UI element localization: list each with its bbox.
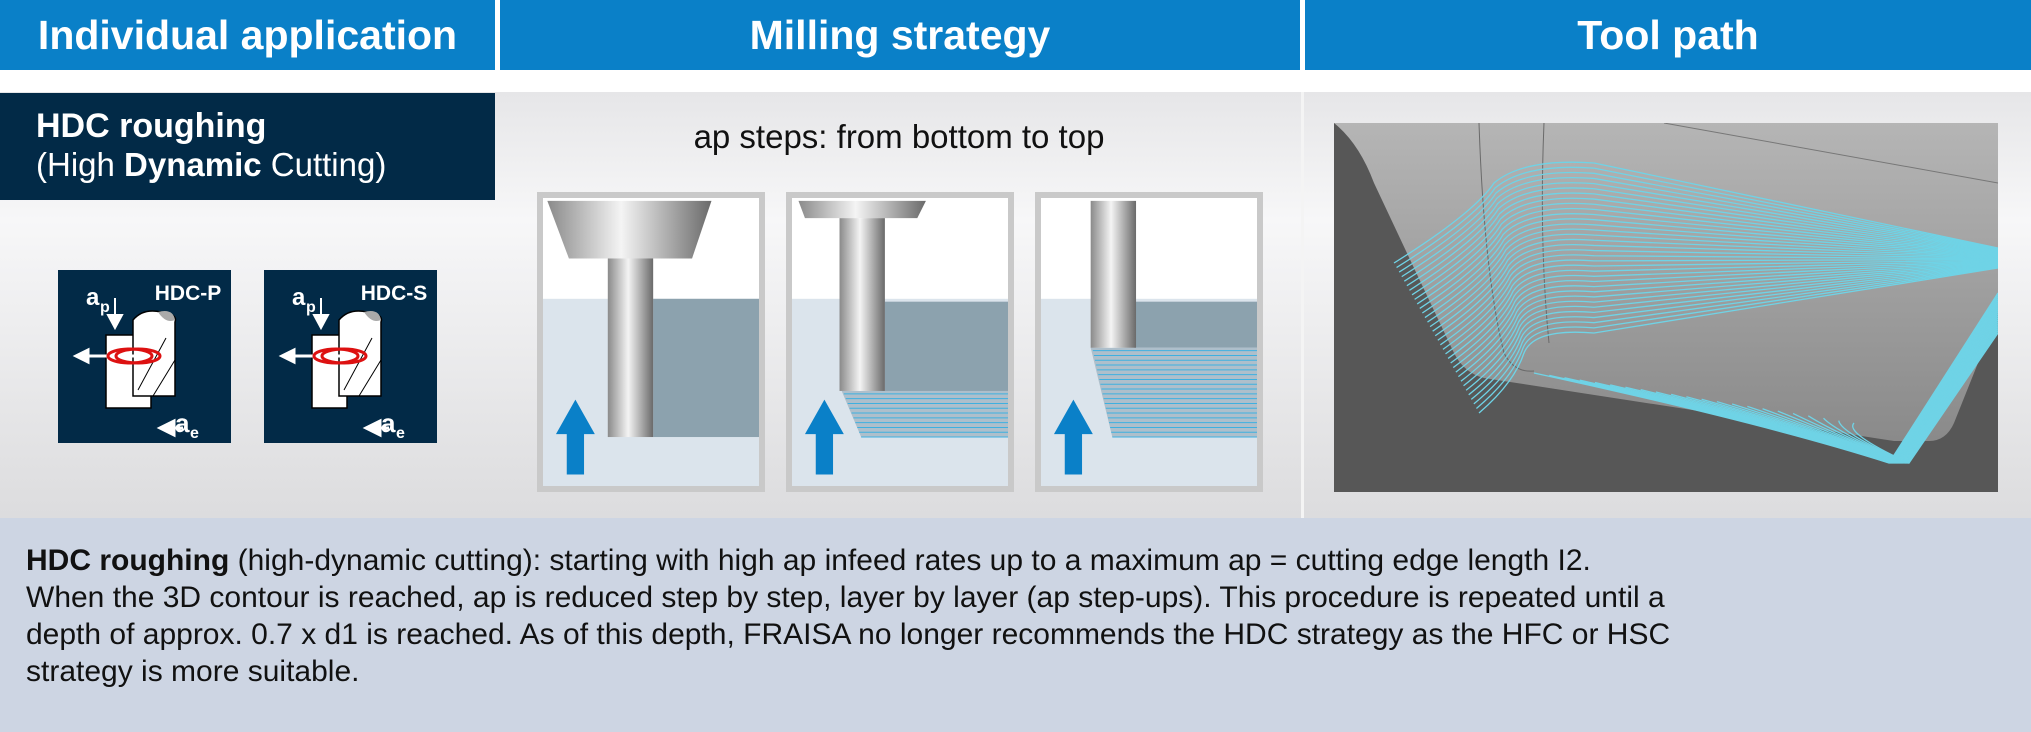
tool-path-line — [1419, 213, 1999, 309]
strategy-caption: ap steps: from bottom to top — [693, 118, 1105, 155]
tool-path-render — [1334, 122, 1999, 492]
icon-label: HDC-S — [361, 282, 428, 305]
header-tool-path: Tool path — [1305, 0, 2031, 70]
tool-path-line — [1401, 176, 1999, 278]
tool-path-line — [1421, 218, 1999, 314]
tool-holder — [547, 200, 712, 259]
tool-path-line — [1470, 265, 1999, 400]
tool-path-line — [1458, 262, 1999, 378]
tool-path-line — [1406, 187, 1999, 287]
tool-shank — [839, 218, 885, 391]
tool-path-line — [1445, 259, 1999, 355]
tool-path-line — [1427, 228, 1999, 323]
tool-path-line — [1468, 264, 1999, 396]
tool-path-line — [1432, 238, 1999, 332]
tool-path-line — [1463, 263, 1999, 387]
tool-path-line — [1452, 261, 1999, 369]
milling-step-2 — [786, 192, 1014, 492]
tool-path-line — [1465, 264, 1999, 391]
tool-path-line — [1473, 266, 1999, 405]
tool-path-line — [1396, 166, 1999, 269]
milling-step-1 — [537, 192, 765, 492]
svg-text:a: a — [175, 408, 190, 438]
header-milling-strategy: Milling strategy — [500, 0, 1300, 70]
hdc-p-icon: HDC-P a p a e — [58, 270, 231, 443]
hdc-s-icon: HDC-S a p a e — [264, 270, 437, 443]
svg-text:a: a — [292, 284, 306, 311]
milling-step-3 — [1035, 192, 1263, 492]
tool-shank — [607, 258, 654, 438]
description-line: When the 3D contour is reached, ap is re… — [26, 581, 1665, 614]
header-label: Tool path — [1577, 11, 1759, 58]
tool-path-line — [1460, 263, 1999, 382]
tool-path-line — [1414, 202, 1999, 300]
hdc-subtitle: (High Dynamic Cutting) — [36, 146, 387, 183]
header-label: Milling strategy — [749, 11, 1051, 58]
tool-path-line — [1450, 260, 1999, 364]
divider — [1301, 92, 1304, 518]
tool-path-line — [1403, 182, 1999, 282]
svg-text:p: p — [100, 299, 110, 316]
tool-path-line — [1393, 161, 1999, 264]
tool-path-line — [1434, 243, 1999, 337]
tool-path-line — [1409, 192, 1999, 291]
tool-path-line — [1455, 261, 1999, 373]
tool-path-line — [1478, 267, 1999, 414]
arrow-up-icon — [804, 399, 844, 475]
svg-text:a: a — [381, 408, 396, 438]
description-line: HDC roughing (high-dynamic cutting): sta… — [26, 544, 1591, 577]
tool-shank — [1090, 200, 1137, 348]
tool-path-line — [1416, 207, 1999, 305]
arrow-up-icon — [1053, 399, 1093, 475]
tool-path-line — [1447, 260, 1999, 359]
tool-path-line — [1411, 197, 1999, 296]
description: HDC roughing (high-dynamic cutting): sta… — [0, 518, 2031, 732]
description-line: depth of approx. 0.7 x d1 is reached. As… — [26, 618, 1671, 651]
tool-path-line — [1398, 171, 1999, 273]
description-line: strategy is more suitable. — [26, 655, 360, 688]
hdc-title: HDC roughing — [36, 107, 267, 145]
header-individual-application: Individual application — [0, 0, 495, 70]
svg-text:e: e — [396, 425, 405, 442]
tool-path-line — [1852, 332, 1999, 464]
tool-path-line — [1424, 223, 1999, 319]
svg-text:a: a — [86, 284, 100, 311]
hdc-roughing-title-box: HDC roughing (High Dynamic Cutting) — [0, 93, 495, 200]
tool-path-line — [1437, 249, 1999, 341]
tool-holder — [798, 200, 926, 219]
tool-path-line — [1429, 233, 1999, 328]
tool-path-line — [1476, 266, 1999, 409]
tool-path-line — [1439, 254, 1999, 346]
arrow-up-icon — [555, 399, 595, 475]
svg-text:e: e — [190, 425, 199, 442]
icon-label: HDC-P — [155, 282, 222, 305]
svg-text:p: p — [306, 299, 316, 316]
header-label: Individual application — [37, 11, 458, 58]
tool-path-line — [1442, 258, 1999, 350]
